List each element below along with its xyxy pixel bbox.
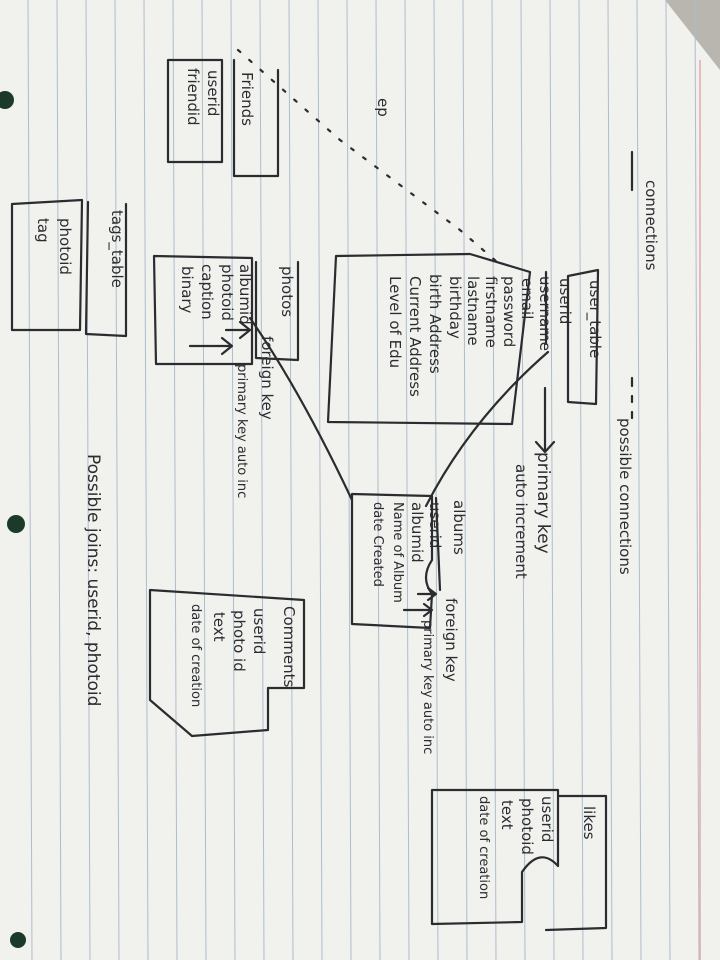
rule-line <box>578 0 584 960</box>
rule-line <box>346 0 352 960</box>
rule-line <box>491 0 497 960</box>
connection-photos-albums <box>248 316 354 502</box>
rule-line <box>404 0 410 960</box>
photos-title: photos <box>278 266 296 317</box>
albums-title: albums <box>450 500 468 555</box>
user-table-title: user_table <box>585 280 604 358</box>
user-table-field: birth Address <box>426 274 444 374</box>
rule-line <box>56 0 62 960</box>
friends-inner-box <box>232 58 280 178</box>
comments-field: text <box>210 612 228 642</box>
likes-field: date of creation <box>476 796 491 899</box>
friends-field: userid <box>204 70 222 116</box>
possible-joins-note: Possible joins: userid, photoid <box>83 454 103 706</box>
comments-field: date of creation <box>188 604 203 707</box>
albums-key-note: primary key auto inc <box>420 620 435 754</box>
ep-annotation: ep <box>374 98 392 117</box>
photos-field: caption <box>198 264 216 320</box>
punch-hole <box>10 932 26 948</box>
punch-hole <box>0 91 14 109</box>
rule-line <box>520 0 526 960</box>
user-table-field: Level of Edu <box>386 276 404 368</box>
photos-key-note: primary key auto inc <box>234 364 249 498</box>
rule-line <box>114 0 120 960</box>
photos-primary-key-arrow <box>188 336 234 356</box>
albums-field: date Created <box>370 502 385 587</box>
likes-field: text <box>498 800 516 830</box>
comments-title: Comments <box>280 606 298 687</box>
user-table-field: email <box>518 278 536 319</box>
likes-field: userid <box>538 796 556 842</box>
rule-line <box>433 0 439 960</box>
comments-field: userid <box>250 608 268 654</box>
likes-box <box>430 788 560 926</box>
rule-line <box>665 0 671 960</box>
photos-foreign-key-arrow <box>224 320 252 340</box>
comments-box <box>148 588 306 738</box>
photos-field: binary <box>178 266 196 314</box>
photos-key-note: foreign key <box>258 336 276 420</box>
rule-line <box>230 0 236 960</box>
primary-key-note: auto increment <box>512 464 530 579</box>
primary-key-arrow <box>534 386 556 454</box>
connection-friends-user <box>236 48 506 270</box>
rule-line <box>288 0 294 960</box>
albums-title-box <box>434 496 442 592</box>
punch-hole <box>7 515 25 533</box>
albums-key-note: foreign key <box>442 598 460 682</box>
tags-field: tag <box>34 218 52 243</box>
user-table-field: firstname <box>482 276 500 348</box>
albums-field: Name of Album <box>390 502 405 603</box>
user-table-field: userid <box>556 278 574 324</box>
rule-line <box>85 0 91 960</box>
rule-line <box>143 0 149 960</box>
photos-box <box>152 254 254 366</box>
tags-inner-box <box>84 200 128 338</box>
rule-line <box>694 0 700 960</box>
rule-line <box>201 0 207 960</box>
rule-line <box>462 0 468 960</box>
likes-title-box <box>544 794 608 932</box>
rule-line <box>317 0 323 960</box>
photos-field: photoid <box>218 264 236 321</box>
legend-dashed-label: possible connections <box>616 418 634 575</box>
tags-field: photoid <box>56 218 74 275</box>
connection-user-albums <box>424 350 550 508</box>
primary-key-note: primary key <box>533 452 553 554</box>
user-table-box <box>326 252 532 426</box>
comments-field: photo id <box>230 610 248 672</box>
rule-line <box>27 0 33 960</box>
rule-line <box>259 0 265 960</box>
user-table-field: username <box>536 276 554 351</box>
friends-field: friendid <box>184 68 202 126</box>
albums-field: userid <box>426 502 444 548</box>
rule-line <box>375 0 381 960</box>
rule-line <box>636 0 642 960</box>
user-table-title-box <box>566 268 600 406</box>
friends-title: Friends <box>238 72 256 126</box>
tags-title: tags_table <box>107 210 126 288</box>
legend-solid-label: connections <box>642 180 660 271</box>
albums-primary-key-arrow <box>402 602 434 618</box>
likes-title: likes <box>580 806 598 840</box>
ruled-lines <box>27 0 700 960</box>
user-table-field: Current Address <box>406 276 424 397</box>
photos-field: albumid <box>236 264 254 325</box>
rule-line <box>172 0 178 960</box>
likes-field: photoid <box>518 798 536 855</box>
user-table-field: password <box>500 276 518 347</box>
rule-line <box>607 0 613 960</box>
friends-box <box>166 58 224 164</box>
albums-foreign-key-arrow <box>416 586 438 602</box>
rule-line <box>549 0 555 960</box>
tags-box <box>10 198 84 332</box>
user-table-field: birthday <box>446 276 464 339</box>
user-table-field: lastname <box>464 276 482 346</box>
albums-field: albumid <box>408 502 426 563</box>
